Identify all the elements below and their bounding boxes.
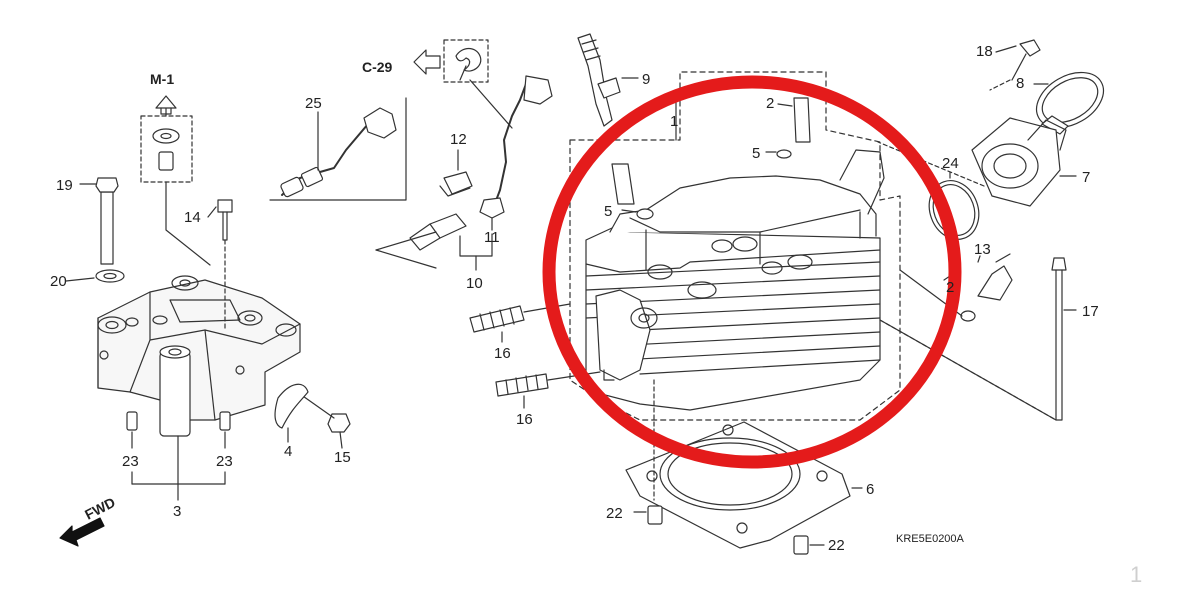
callout-8: 8	[1016, 75, 1024, 92]
callout-15: 15	[334, 449, 351, 466]
callout-5b: 5	[752, 145, 760, 162]
callout-2: 2	[766, 95, 774, 112]
callout-6: 6	[866, 481, 874, 498]
callout-25: 25	[305, 95, 322, 112]
camshaft-holder-assembly	[95, 95, 351, 437]
callout-13: 13	[974, 241, 991, 258]
callout-12: 12	[450, 131, 467, 148]
callout-18: 18	[976, 43, 993, 60]
callout-16a: 16	[494, 345, 511, 362]
callout-20: 20	[50, 273, 67, 290]
callout-23b: 23	[216, 453, 233, 470]
callout-9: 9	[642, 71, 650, 88]
cylinder-head	[569, 71, 901, 421]
callout-11: 11	[484, 229, 500, 246]
callout-16b: 16	[516, 411, 533, 428]
corner-mark: 1	[1130, 562, 1142, 587]
callout-1: 1	[670, 113, 678, 130]
callout-2b: 2	[946, 279, 954, 296]
callout-17: 17	[1082, 303, 1099, 320]
callout-14: 14	[184, 209, 201, 226]
callout-4: 4	[284, 443, 292, 460]
callout-3: 3	[173, 503, 181, 520]
drawing-code: KRE5E0200A	[896, 533, 965, 545]
callout-5a: 5	[604, 203, 612, 220]
callout-7: 7	[1082, 169, 1090, 186]
callout-23a: 23	[122, 453, 139, 470]
ref-m1: M-1	[150, 71, 174, 87]
callout-10: 10	[466, 275, 483, 292]
highlight-circle	[542, 75, 962, 469]
callout-22b: 22	[828, 537, 845, 554]
callout-24: 24	[942, 155, 959, 172]
ref-c29: C-29	[362, 59, 393, 75]
callout-19: 19	[56, 177, 73, 194]
callout-22a: 22	[606, 505, 623, 522]
